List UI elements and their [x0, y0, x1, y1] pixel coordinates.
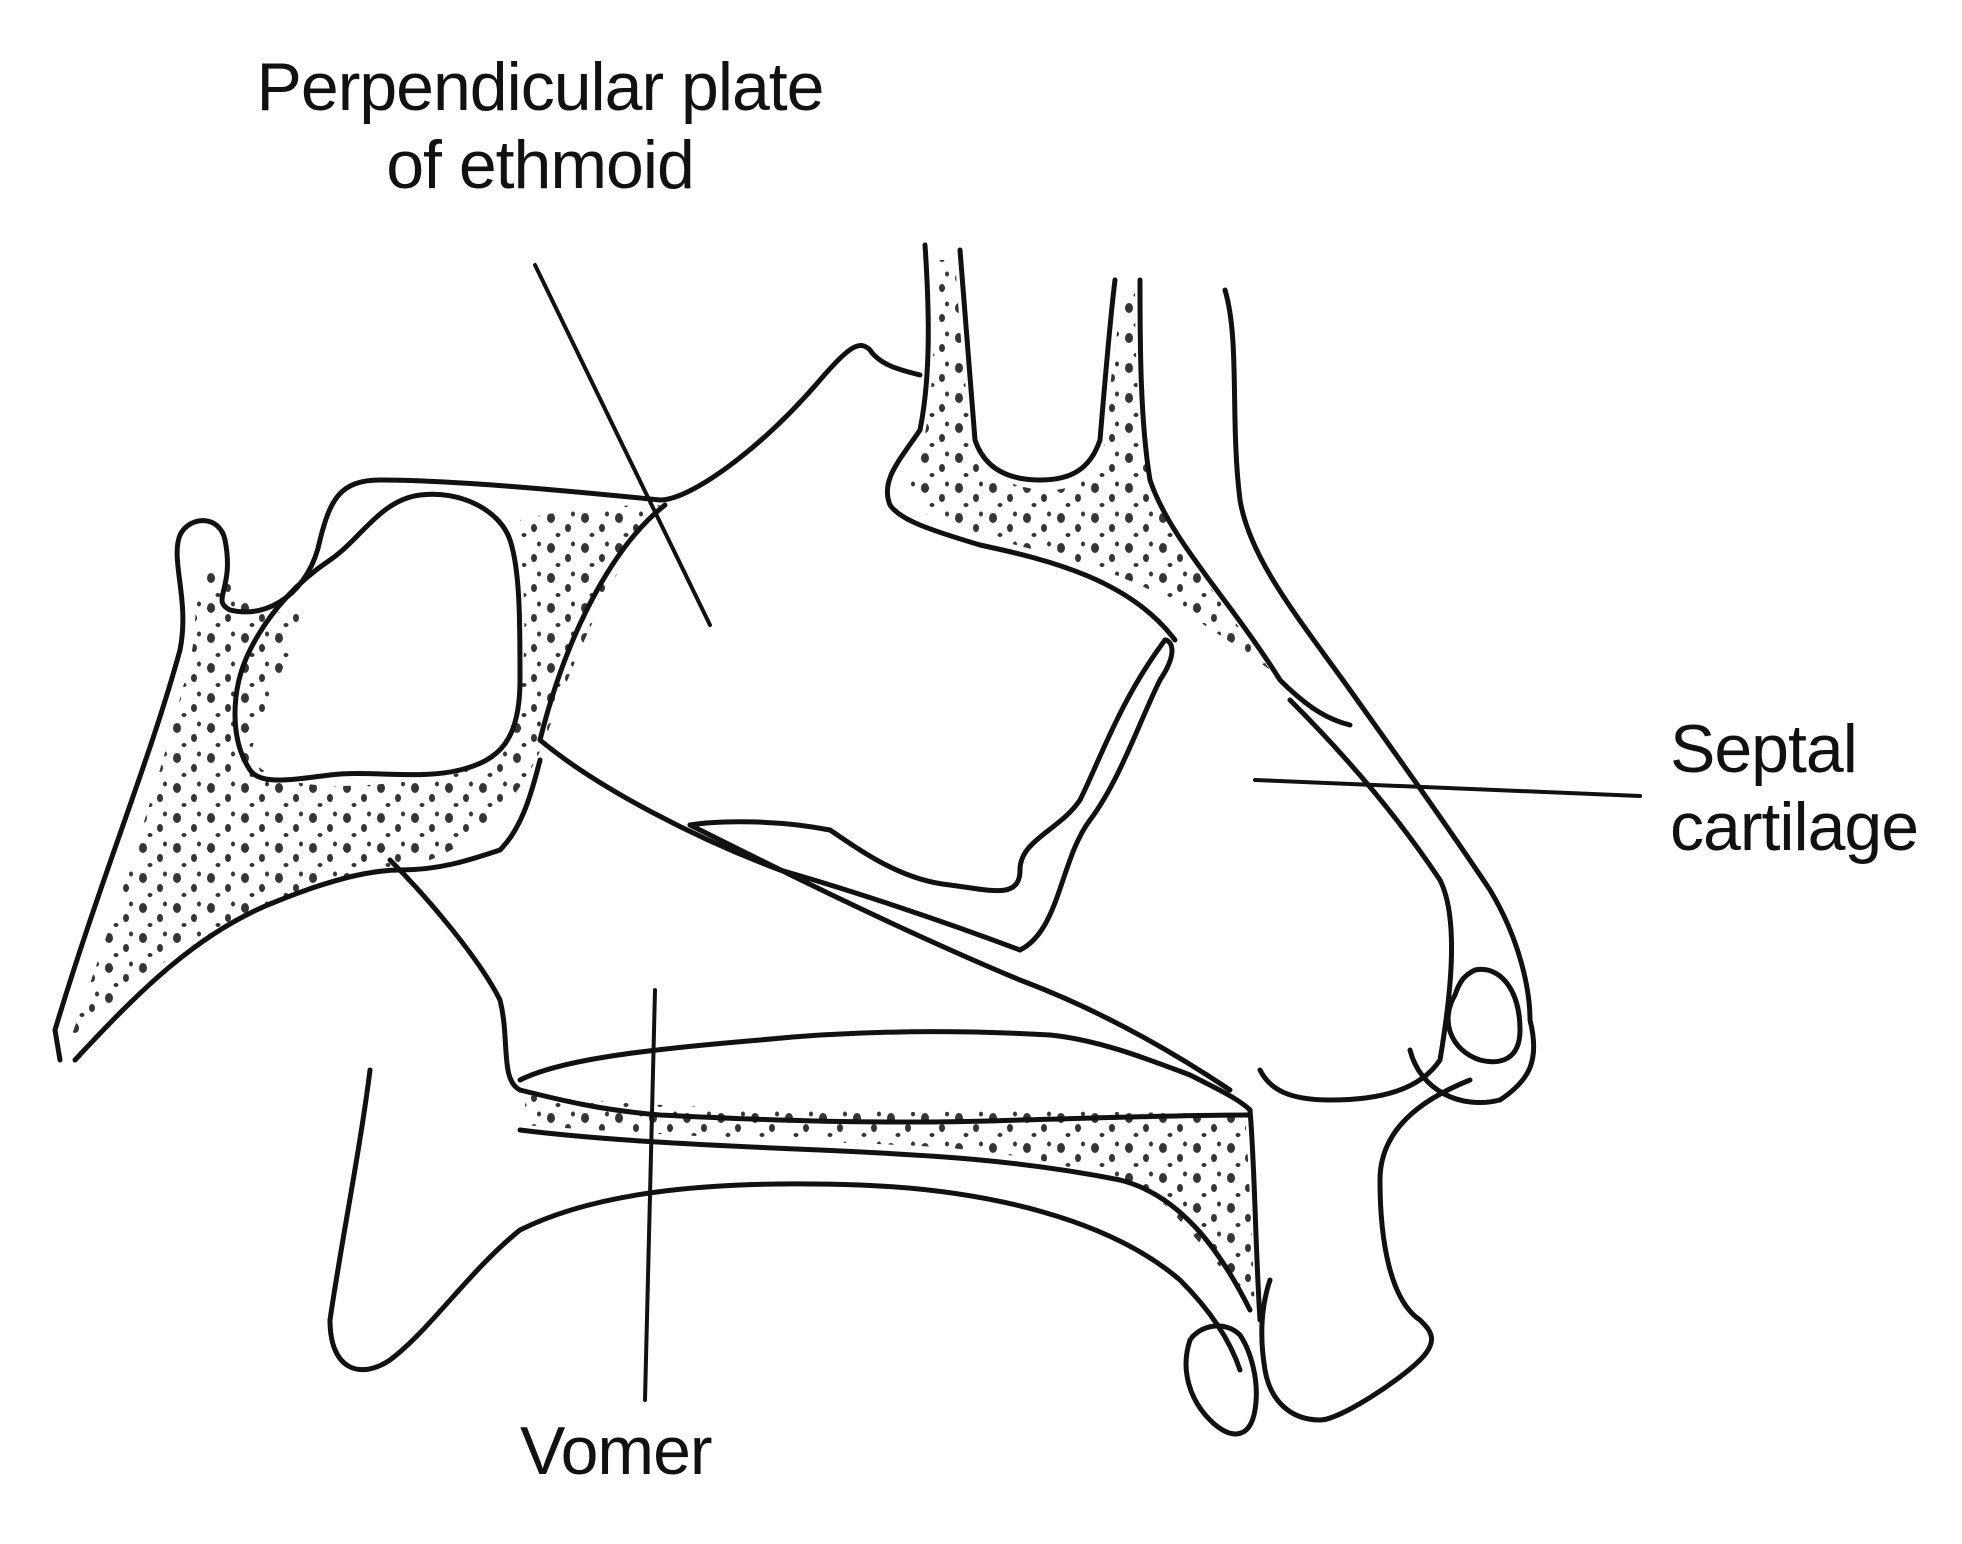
- label-ethmoid-line1: Perpendicular plate: [256, 49, 825, 125]
- vomer-left-edge: [387, 857, 523, 1093]
- label-vomer: Vomer: [520, 1413, 713, 1489]
- label-perpendicular-plate-of-ethmoid: Perpendicular plate of ethmoid: [205, 48, 875, 204]
- label-ethmoid-line2: of ethmoid: [386, 127, 695, 204]
- nasal-bone-left: [884, 242, 1178, 643]
- leader-vomer: [643, 988, 657, 1402]
- premaxilla: [1247, 1107, 1263, 1323]
- sphenoid-stipple: [70, 505, 660, 1040]
- nasal-bone-notch: [957, 247, 1118, 483]
- label-septal-line1: Septal: [1670, 711, 1858, 787]
- leader-septal: [1253, 778, 1642, 798]
- hard-palate-bottom: [327, 1067, 1243, 1373]
- septal-cartilage-front: [1257, 697, 1455, 1103]
- label-septal-line2: cartilage: [1670, 789, 1919, 866]
- label-septal-cartilage: Septal cartilage: [1670, 710, 1919, 866]
- palate-stipple: [525, 1095, 1255, 1310]
- incisor-tooth: [1183, 1323, 1259, 1437]
- sphenoid-bone-outline: [52, 343, 923, 1063]
- nasal-dorsum: [1222, 287, 1537, 1106]
- nasal-bone-right: [1137, 277, 1353, 728]
- septal-cartilage-outline: [687, 637, 1168, 894]
- leader-ethmoid: [533, 263, 712, 627]
- nostril: [1445, 966, 1523, 1065]
- sphenoid-inner-edge: [72, 757, 543, 1063]
- upper-lip-profile: [1259, 1077, 1473, 1423]
- cartilage-vomer-boundary: [687, 822, 1233, 1093]
- palate-upper: [517, 1029, 1253, 1113]
- stippled-bone-regions: [70, 260, 1270, 1310]
- nasal-bone-stipple: [909, 260, 1270, 670]
